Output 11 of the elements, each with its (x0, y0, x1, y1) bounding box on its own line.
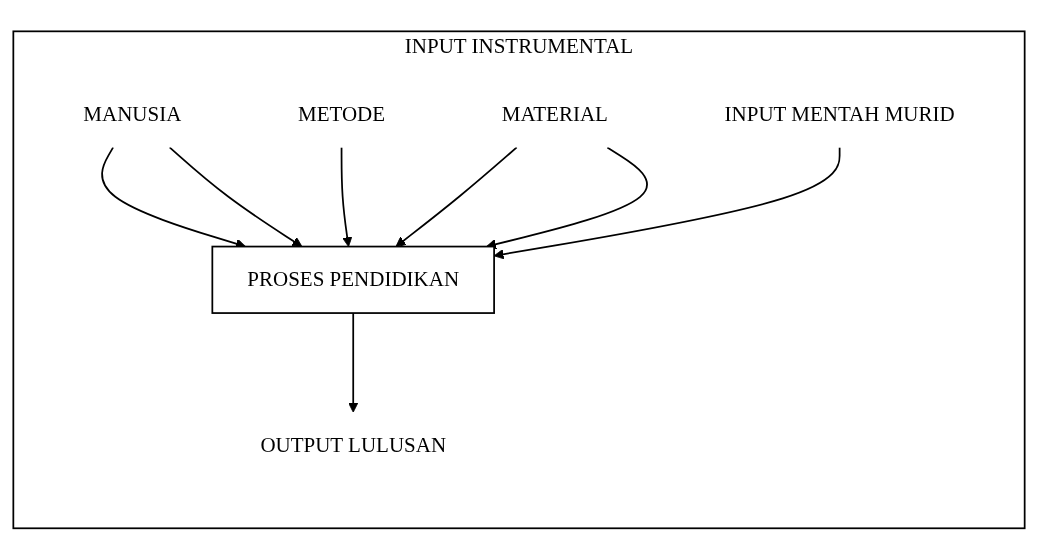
node-text: OUTPUT LULUSAN (260, 433, 447, 457)
node-text: METODE (298, 102, 386, 126)
node-text: MANUSIA (83, 102, 182, 126)
node-text: MATERIAL (501, 102, 608, 126)
arrow (168, 146, 303, 248)
arrow (340, 146, 353, 248)
arrow (486, 146, 648, 250)
node-text: INPUT MENTAH MURID (724, 102, 955, 126)
arrow (395, 146, 518, 248)
node-box: PROSES PENDIDIKAN (211, 245, 495, 315)
arrow (348, 312, 359, 413)
